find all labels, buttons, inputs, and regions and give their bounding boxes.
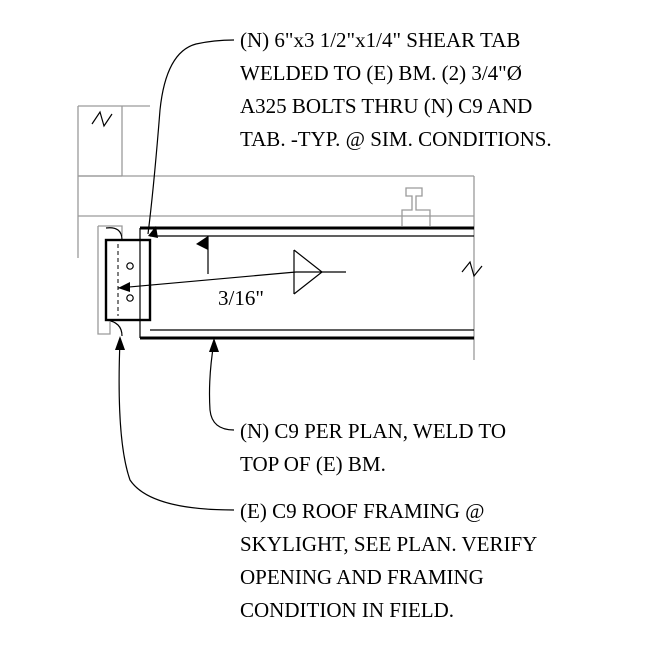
leader-lines (115, 39, 235, 511)
note-existing-c9-line-4: CONDITION IN FIELD. (240, 598, 454, 622)
new-c9-channel (139, 226, 474, 340)
note-shear-tab-line-2: WELDED TO (E) BM. (2) 3/4"Ø (240, 61, 522, 85)
weld-size-label: 3/16" (218, 286, 264, 310)
note-shear-tab-line-1: (N) 6"x3 1/2"x1/4" SHEAR TAB (240, 28, 520, 52)
note-shear-tab: (N) 6"x3 1/2"x1/4" SHEAR TAB WELDED TO (… (240, 28, 552, 151)
note-existing-c9-line-1: (E) C9 ROOF FRAMING @ (240, 499, 485, 523)
bolt-top (126, 262, 134, 270)
note-shear-tab-line-3: A325 BOLTS THRU (N) C9 AND (240, 94, 532, 118)
weld-symbol (117, 236, 346, 295)
note-shear-tab-line-4: TAB. -TYP. @ SIM. CONDITIONS. (240, 127, 552, 151)
note-new-c9-line-1: (N) C9 PER PLAN, WELD TO (240, 419, 506, 443)
note-new-c9: (N) C9 PER PLAN, WELD TO TOP OF (E) BM. (240, 419, 506, 476)
note-new-c9-line-2: TOP OF (E) BM. (240, 452, 386, 476)
existing-framing (77, 105, 475, 360)
bolt-bottom (126, 294, 134, 302)
note-existing-c9: (E) C9 ROOF FRAMING @ SKYLIGHT, SEE PLAN… (240, 499, 537, 622)
break-line-marks (91, 110, 483, 278)
note-existing-c9-line-2: SKYLIGHT, SEE PLAN. VERIFY (240, 532, 537, 556)
note-existing-c9-line-3: OPENING AND FRAMING (240, 565, 484, 589)
shear-tab (104, 226, 158, 337)
